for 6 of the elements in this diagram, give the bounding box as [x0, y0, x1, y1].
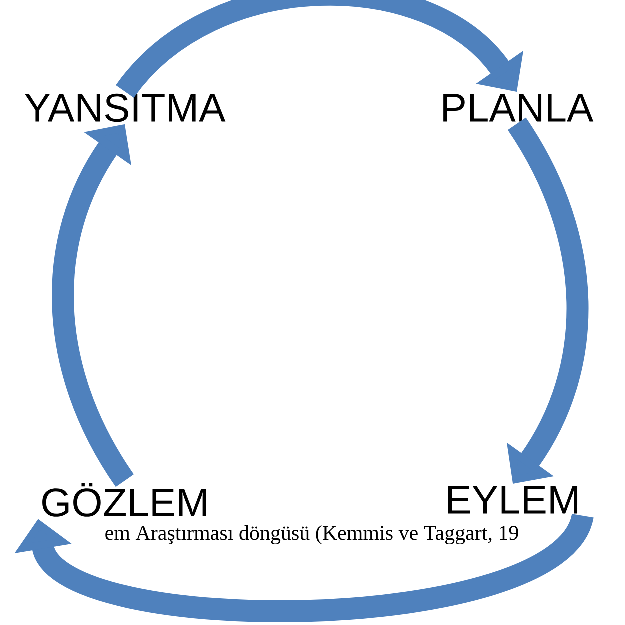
stage-label: PLANLA — [444, 94, 594, 122]
cycle-arrow — [116, 0, 524, 99]
stage-label: EYLEM — [448, 486, 578, 514]
stage-label: GÖZLEM — [42, 483, 206, 517]
caption: em Araştırması döngüsü (Kemmis ve Taggart, 19 — [106, 525, 518, 545]
stage-label: YANSITMA — [25, 94, 226, 122]
